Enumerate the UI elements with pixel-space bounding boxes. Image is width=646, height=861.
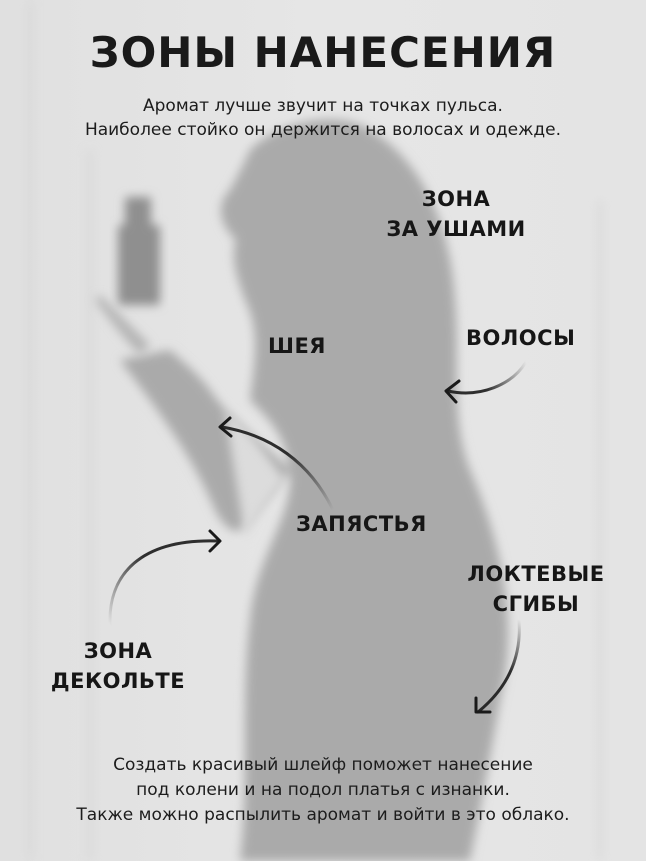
zone-wrists-label: ЗАПЯСТЬЯ bbox=[296, 509, 427, 539]
zone-label-line: ВОЛОСЫ bbox=[466, 326, 576, 350]
page-title: ЗОНЫ НАНЕСЕНИЯ bbox=[89, 28, 557, 77]
intro-line: Наиболее стойко он держится на волосах и… bbox=[84, 120, 562, 140]
zone-label-line: ЗА УШАМИ bbox=[386, 217, 526, 241]
zone-label-line: ЛОКТЕВЫЕ bbox=[467, 562, 605, 586]
footer-line: Также можно распылить аромат и войти в э… bbox=[76, 805, 570, 825]
zone-label-line: ШЕЯ bbox=[268, 334, 326, 358]
zone-elbows-label: ЛОКТЕВЫЕ СГИБЫ bbox=[460, 559, 612, 619]
zone-label-line: ДЕКОЛЬТЕ bbox=[50, 669, 186, 693]
zone-label-line: ЗОНА bbox=[83, 639, 153, 663]
arrow-icon bbox=[108, 529, 222, 627]
arrow-icon bbox=[218, 416, 335, 512]
zone-neck-label: ШЕЯ bbox=[268, 331, 326, 361]
intro-text: Аромат лучше звучит на точках пульса. На… bbox=[0, 94, 646, 142]
zone-label-line: СГИБЫ bbox=[492, 592, 580, 616]
footer-text: Создать красивый шлейф поможет нанесение… bbox=[0, 753, 646, 828]
footer-line: под колени и на подол платья с изнанки. bbox=[136, 780, 510, 800]
zone-behind-ears-label: ЗОНА ЗА УШАМИ bbox=[380, 184, 532, 244]
footer-line: Создать красивый шлейф поможет нанесение bbox=[113, 755, 533, 775]
zone-label-line: ЗАПЯСТЬЯ bbox=[296, 512, 427, 536]
zone-decollete-label: ЗОНА ДЕКОЛЬТЕ bbox=[43, 636, 193, 696]
zone-hair-label: ВОЛОСЫ bbox=[466, 323, 575, 353]
arrow-icon bbox=[444, 360, 528, 404]
arrow-icon bbox=[474, 618, 521, 714]
zone-label-line: ЗОНА bbox=[421, 187, 491, 211]
intro-line: Аромат лучше звучит на точках пульса. bbox=[143, 96, 503, 116]
